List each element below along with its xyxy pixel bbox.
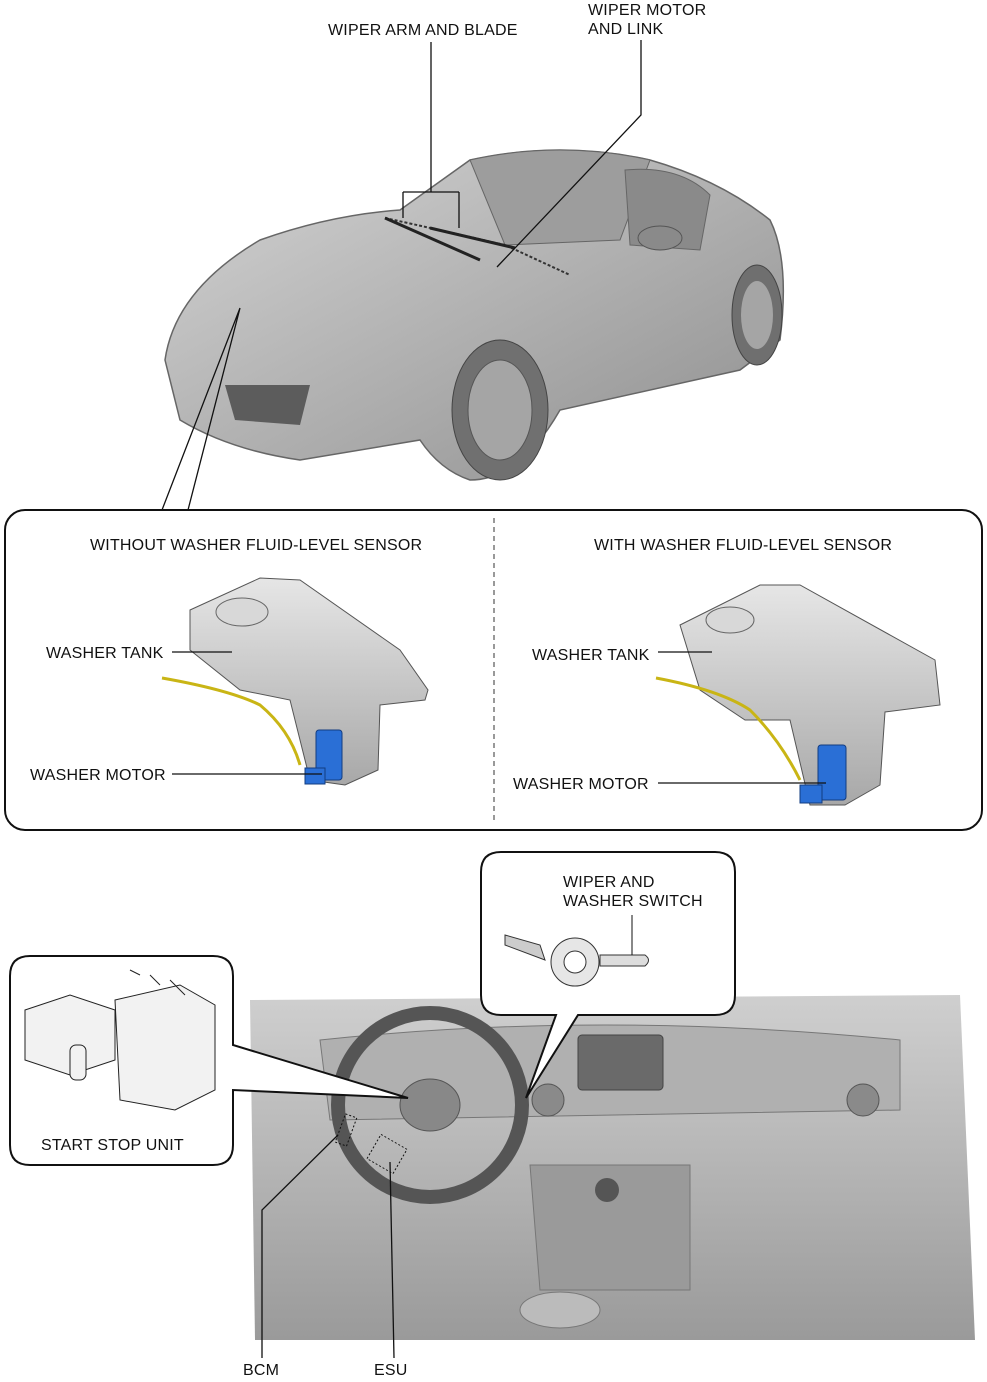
panel-leader-lines <box>172 651 826 784</box>
interior-illustration <box>250 995 975 1340</box>
label-bcm: BCM <box>243 1362 280 1379</box>
washer-tank-left-illustration <box>161 577 429 786</box>
heading-with-sensor: WITH WASHER FLUID-LEVEL SENSOR <box>594 537 893 554</box>
label-wiper-switch-line1: WIPER AND <box>563 874 655 891</box>
label-wiper-switch-line2: WASHER SWITCH <box>563 893 703 910</box>
heading-without-sensor: WITHOUT WASHER FLUID-LEVEL SENSOR <box>90 537 423 554</box>
start-stop-unit-illustration <box>24 969 216 1111</box>
label-washer-motor-left: WASHER MOTOR <box>30 767 166 784</box>
label-wiper-motor-line1: WIPER MOTOR <box>588 2 707 19</box>
label-washer-tank-right: WASHER TANK <box>532 647 650 664</box>
wiper-switch-callout <box>480 851 736 1099</box>
label-wiper-arm-and-blade: WIPER ARM AND BLADE <box>328 22 518 39</box>
label-esu: ESU <box>374 1362 408 1379</box>
label-wiper-motor-line2: AND LINK <box>588 21 664 38</box>
label-start-stop-unit: START STOP UNIT <box>41 1137 184 1154</box>
leader-lines <box>161 40 642 511</box>
label-washer-tank-left: WASHER TANK <box>46 645 164 662</box>
car-illustration <box>164 149 785 481</box>
label-washer-motor-right: WASHER MOTOR <box>513 776 649 793</box>
interior-leader-lines <box>261 1134 395 1359</box>
washer-tank-right-illustration <box>655 584 941 806</box>
wiper-switch-illustration <box>504 915 649 987</box>
